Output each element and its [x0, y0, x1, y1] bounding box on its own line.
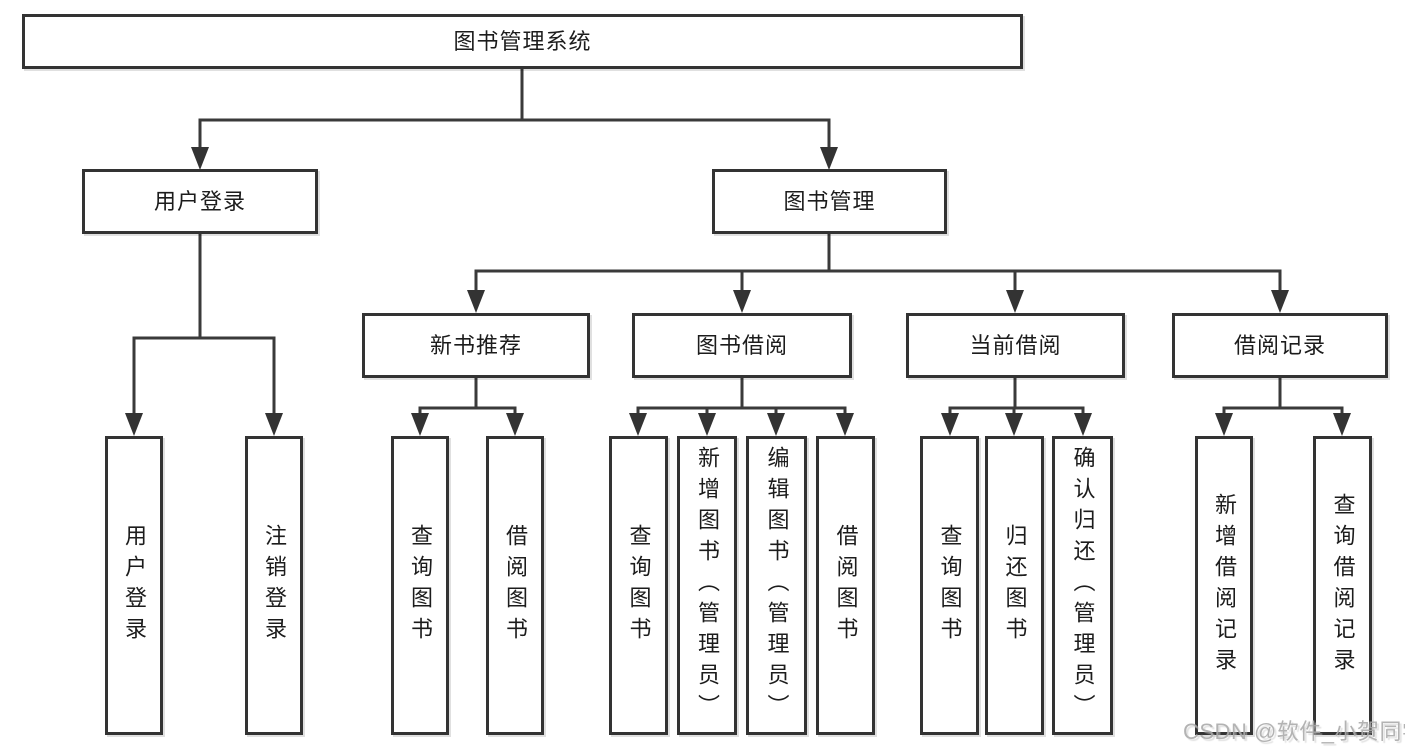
node-current-return-books-label: 归还图书 — [1002, 523, 1028, 648]
node-borrow-borrow-books: 借阅图书 — [816, 436, 875, 735]
node-user-login-label: 用户登录 — [153, 188, 246, 214]
node-new-book-recommend-label: 新书推荐 — [429, 332, 522, 358]
node-records-add-record: 新增借阅记录 — [1195, 436, 1253, 735]
node-current-return-books: 归还图书 — [985, 436, 1044, 735]
node-recommend-search-books-label: 查询图书 — [408, 523, 433, 648]
node-recommend-borrow-books-label: 借阅图书 — [503, 523, 528, 648]
node-current-confirm-return-admin: 确认归还（管理员） — [1052, 436, 1113, 735]
node-current-borrowing-label: 当前借阅 — [969, 332, 1062, 358]
node-book-management: 图书管理 — [712, 169, 947, 234]
node-borrow-borrow-books-label: 借阅图书 — [833, 523, 859, 648]
node-current-borrowing: 当前借阅 — [906, 313, 1125, 378]
node-current-search-books: 查询图书 — [920, 436, 979, 735]
node-book-borrowing: 图书借阅 — [632, 313, 852, 378]
node-system-root-label: 图书管理系统 — [453, 28, 592, 54]
node-user-login: 用户登录 — [82, 169, 318, 234]
node-records-search-record: 查询借阅记录 — [1313, 436, 1372, 735]
node-borrow-add-books-admin-label: 新增图书（管理员） — [695, 446, 720, 725]
node-recommend-borrow-books: 借阅图书 — [486, 436, 544, 735]
node-borrow-search-books-label: 查询图书 — [626, 523, 652, 648]
node-borrow-edit-books-admin: 编辑图书（管理员） — [746, 436, 807, 735]
node-records-add-record-label: 新增借阅记录 — [1212, 492, 1237, 679]
node-recommend-search-books: 查询图书 — [391, 436, 449, 735]
node-borrow-add-books-admin: 新增图书（管理员） — [677, 436, 737, 735]
node-records-search-record-label: 查询借阅记录 — [1330, 492, 1356, 679]
node-book-management-label: 图书管理 — [783, 188, 876, 214]
node-logout: 注销登录 — [245, 436, 303, 735]
node-borrow-edit-books-admin-label: 编辑图书（管理员） — [764, 446, 790, 725]
node-current-confirm-return-admin-label: 确认归还（管理员） — [1070, 446, 1096, 725]
node-login-label: 用户登录 — [122, 523, 147, 648]
node-new-book-recommend: 新书推荐 — [362, 313, 590, 378]
node-borrow-search-books: 查询图书 — [609, 436, 668, 735]
node-book-borrowing-label: 图书借阅 — [695, 332, 788, 358]
node-logout-label: 注销登录 — [262, 523, 287, 648]
node-borrowing-records-label: 借阅记录 — [1233, 332, 1326, 358]
node-current-search-books-label: 查询图书 — [937, 523, 963, 648]
node-system-root: 图书管理系统 — [22, 14, 1023, 69]
node-login: 用户登录 — [105, 436, 163, 735]
csdn-watermark: CSDN @软件_小贺同学 — [1183, 719, 1405, 744]
node-borrowing-records: 借阅记录 — [1172, 313, 1388, 378]
